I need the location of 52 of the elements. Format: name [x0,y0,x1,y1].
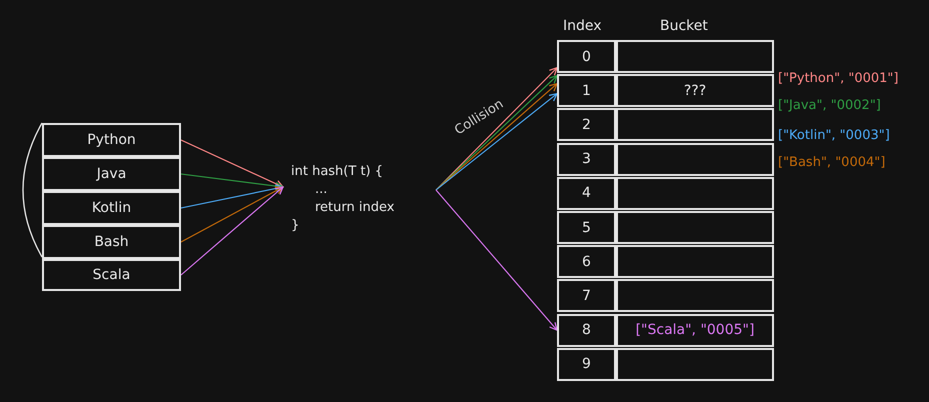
key-box [42,259,181,291]
index-cell [557,245,616,278]
entry-text: ["Kotlin", "0003"] [778,128,890,143]
index-cell [557,142,616,176]
cell-text: 6 [582,252,591,271]
cell-text: 5 [582,218,591,236]
bucket-cell [616,176,774,210]
cell-text: 7 [582,286,591,305]
cell-text: 4 [582,184,591,202]
bucket-cell [616,142,774,176]
entry-text: ["Bash", "0004"] [778,155,886,170]
index-cell [557,348,616,381]
cell-text: 3 [582,150,591,168]
code-line: } [291,217,300,235]
index-cell [557,74,616,108]
cell-text: Bash [94,233,129,251]
index-cell [557,108,616,142]
key-box [42,225,181,259]
index-cell [557,176,616,210]
cell-text: Kotlin [92,199,132,217]
cell-text: 2 [582,116,591,134]
column-header: Index [563,18,602,34]
bucket-cell [616,348,774,381]
bucket-cell [616,314,774,347]
bucket-cell [616,211,774,244]
bucket-cell [616,74,774,108]
cell-text: Python [87,131,136,149]
bucket-cell [616,279,774,312]
cell-text: 1 [582,82,591,100]
code-line: int hash(T t) { [291,163,384,181]
bucket-cell [616,40,774,73]
cell-text: Scala [92,266,130,284]
bucket-cell [616,245,774,278]
cell-text: 8 [582,321,591,340]
code-line: ... [314,181,328,199]
key-box [42,191,181,225]
cell-text: Java [96,165,126,183]
cell-text: ["Scala", "0005"] [636,321,754,340]
entry-text: ["Java", "0002"] [778,98,881,113]
index-cell [557,40,616,73]
bucket-cell [616,108,774,142]
cell-text: 9 [582,355,591,374]
cell-text: 0 [582,48,591,66]
index-cell [557,211,616,244]
column-header: Bucket [660,18,708,34]
key-box [42,157,181,191]
index-cell [557,279,616,312]
cell-text: ??? [684,82,706,100]
entry-text: ["Python", "0001"] [778,71,898,86]
code-line: return index [314,199,394,217]
index-cell [557,314,616,347]
key-box [42,123,181,157]
